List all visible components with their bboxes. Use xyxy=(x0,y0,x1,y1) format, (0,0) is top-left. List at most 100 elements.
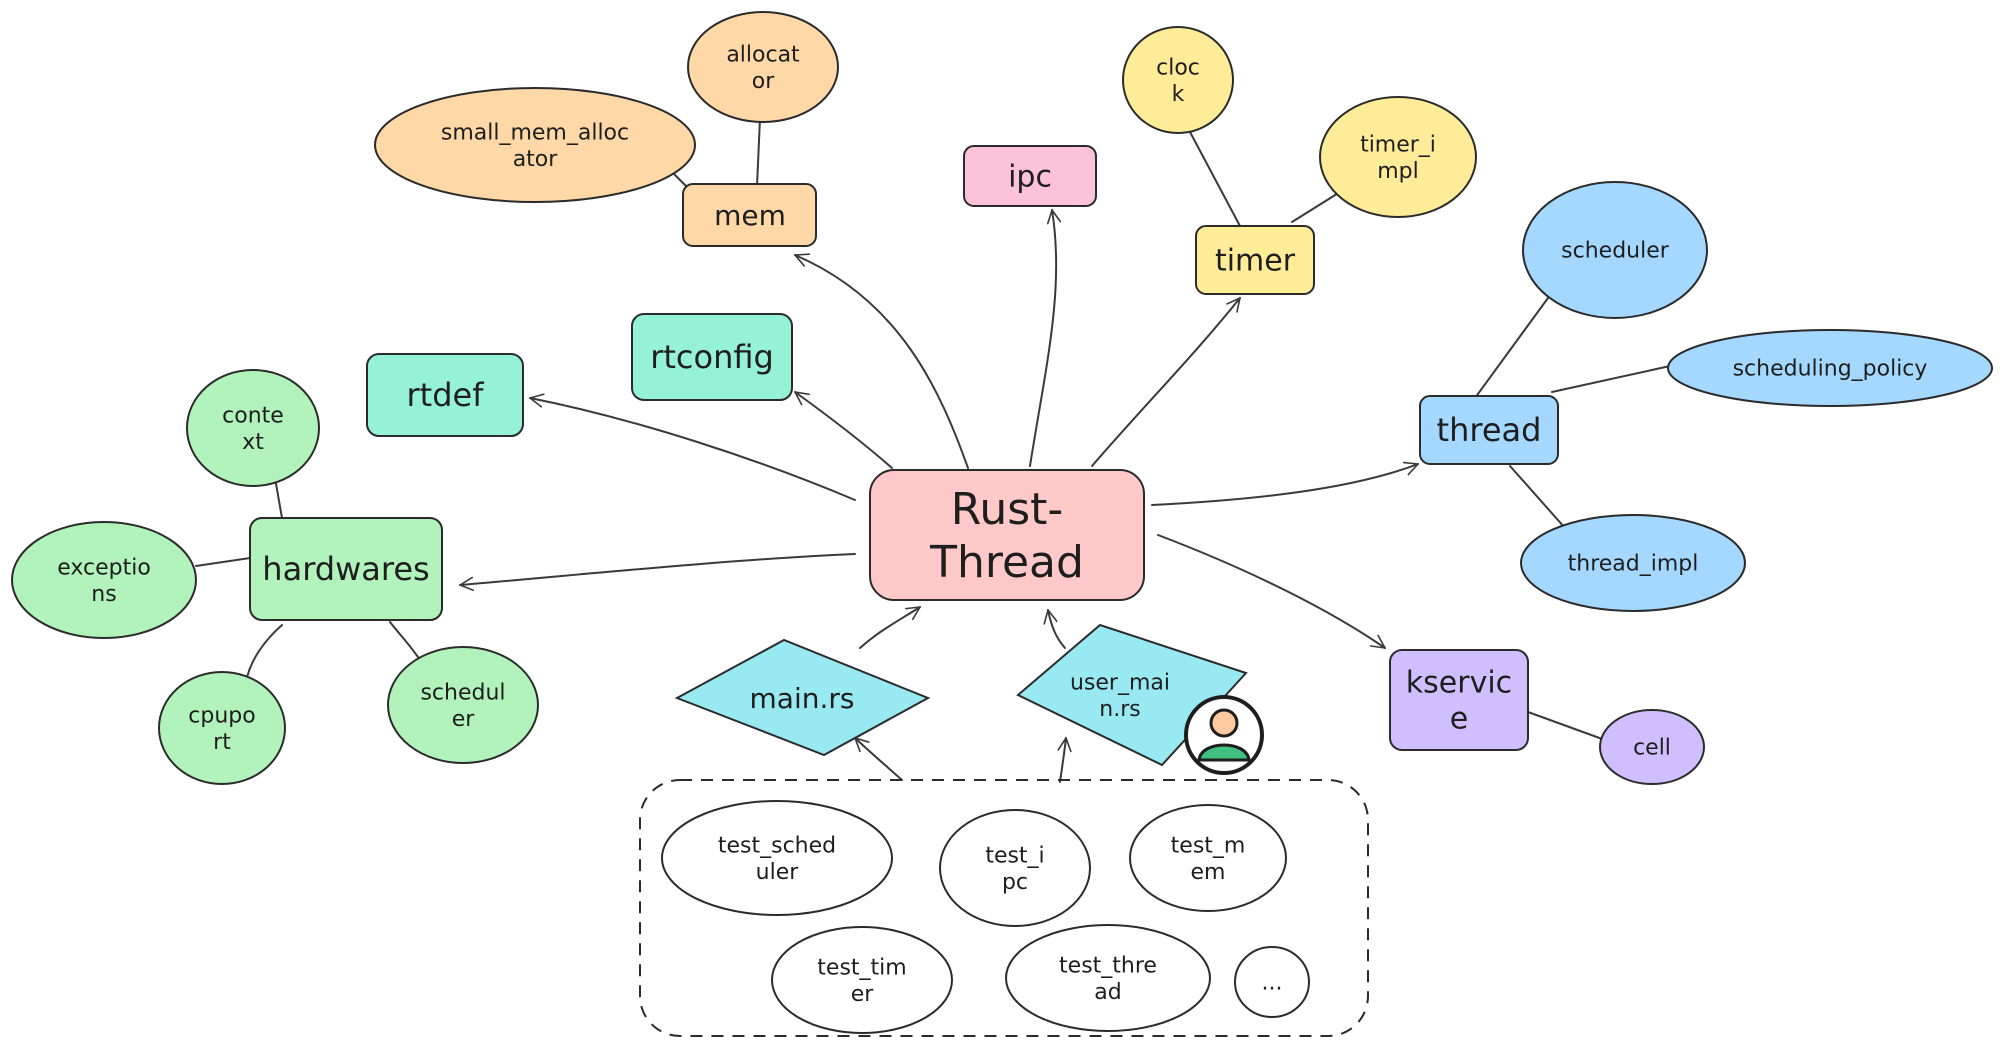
test-timer-node xyxy=(771,926,953,1034)
scheduling-policy-node xyxy=(1667,329,1993,407)
edge-thread-schedpolicy xyxy=(1551,365,1671,393)
edge-rust-to-ipc xyxy=(1029,209,1062,467)
hardwares-label: hardwares xyxy=(262,550,429,588)
timer-node xyxy=(1195,225,1315,295)
label-line: thread_impl xyxy=(1568,552,1699,577)
scheduling-policy-label: scheduling_policy xyxy=(1733,357,1928,382)
edge-rust-to-rtdef xyxy=(529,393,856,501)
label-line: timer xyxy=(1215,244,1296,279)
label-line: test_sched xyxy=(718,834,836,859)
edge-rust-to-rtconfig xyxy=(794,391,893,469)
rtconfig-node xyxy=(631,313,793,401)
test-mem-node xyxy=(1129,804,1287,912)
label-line: em xyxy=(1191,860,1226,885)
label-line: Rust- xyxy=(951,484,1064,535)
tests-group-frame xyxy=(639,779,1369,1037)
small-mem-allocator-node xyxy=(374,87,696,203)
context-node xyxy=(186,369,320,487)
test-ipc-node xyxy=(939,809,1091,927)
label-line: hardwares xyxy=(262,550,429,588)
label-line: ipc xyxy=(1008,160,1052,195)
edge-main-to-rust xyxy=(859,606,921,649)
edge-kservice-cell xyxy=(1527,711,1606,741)
label-line: scheduling_policy xyxy=(1733,357,1928,382)
label-line: er xyxy=(452,707,476,732)
hw-scheduler-node xyxy=(387,646,539,764)
edge-rust-to-mem xyxy=(794,253,969,469)
ipc-node xyxy=(963,145,1097,207)
main-rs-label: main.rs xyxy=(750,682,855,715)
edge-rust-to-thread xyxy=(1151,461,1419,506)
thread-impl-node xyxy=(1520,514,1746,612)
label-line: kservic xyxy=(1406,666,1512,701)
rtdef-label: rtdef xyxy=(407,376,485,414)
rtdef-node xyxy=(366,353,524,437)
edge-timer-clock xyxy=(1189,131,1241,227)
edge-tests-to-usermain xyxy=(1057,737,1072,783)
main-rs-node xyxy=(674,638,931,757)
mem-label: mem xyxy=(714,199,786,232)
edge-rust-to-hardwares xyxy=(459,553,856,592)
label-line: ... xyxy=(1262,971,1283,996)
label-line: allocat xyxy=(726,43,800,68)
thread-impl-label: thread_impl xyxy=(1568,552,1699,577)
rust-thread-label: Rust-Thread xyxy=(929,484,1084,588)
cell-node xyxy=(1599,709,1705,785)
label-line: schedul xyxy=(420,681,505,706)
scheduler-label: scheduler xyxy=(1561,239,1670,264)
label-line: xt xyxy=(242,430,264,455)
edge-tests-to-main xyxy=(854,737,903,781)
edge-hw-cpuport xyxy=(245,624,283,683)
edge-hw-context xyxy=(274,477,283,519)
label-line: test_i xyxy=(985,844,1044,869)
label-line: cpupo xyxy=(188,704,255,729)
hardwares-node xyxy=(249,517,443,621)
edge-thread-threadimpl xyxy=(1509,465,1566,529)
more-tests-node xyxy=(1234,946,1310,1018)
edge-rust-to-kservice xyxy=(1157,534,1386,649)
label-line: ns xyxy=(91,582,116,607)
label-line: uler xyxy=(756,860,800,885)
label-line: ator xyxy=(513,147,559,172)
label-line: k xyxy=(1172,82,1185,107)
label-line: test_m xyxy=(1171,834,1246,859)
edge-timer-timerimpl xyxy=(1291,191,1341,223)
label-line: cell xyxy=(1633,736,1671,761)
label-line: cloc xyxy=(1156,56,1200,81)
label-line: ad xyxy=(1094,980,1121,1005)
test-thread-node xyxy=(1005,924,1211,1032)
test-scheduler-node xyxy=(661,800,893,916)
label-line: mpl xyxy=(1377,159,1419,184)
label-line: conte xyxy=(222,404,284,429)
timer-label: timer xyxy=(1215,244,1296,279)
edge-thread-scheduler xyxy=(1474,297,1549,399)
label-line: rtconfig xyxy=(650,338,774,376)
label-line: er xyxy=(851,982,875,1007)
thread-node xyxy=(1419,395,1559,465)
label-line: e xyxy=(1450,702,1468,737)
edge-hw-exceptions xyxy=(195,557,251,567)
label-line: or xyxy=(752,69,775,94)
cpuport-node xyxy=(158,671,286,785)
label-line: test_tim xyxy=(817,956,906,981)
rtconfig-label: rtconfig xyxy=(650,338,774,376)
scheduler-node xyxy=(1522,181,1708,319)
label-line: thread xyxy=(1437,411,1542,449)
allocator-node xyxy=(687,11,839,123)
label-line: pc xyxy=(1002,870,1028,895)
label-line: rt xyxy=(213,730,231,755)
label-line: user_mai xyxy=(1070,671,1170,696)
timer-impl-node xyxy=(1319,96,1477,218)
